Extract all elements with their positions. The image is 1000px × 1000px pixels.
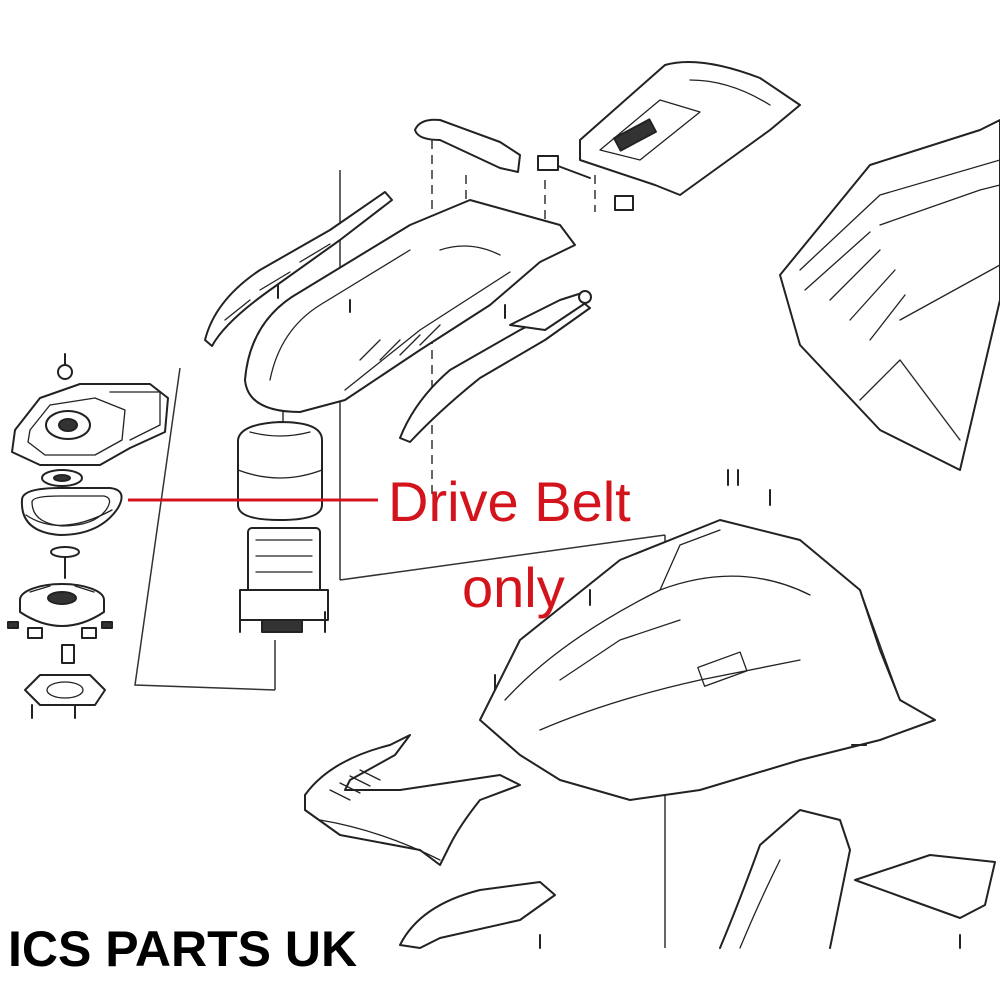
grass-collector [779,119,1000,471]
front-deflector [304,734,521,866]
lower-gear-plate [24,674,106,719]
callout-only: only [462,556,565,619]
callout-drive-belt: Drive Belt [388,470,631,533]
rear-flap [854,854,996,919]
upper-cowl [244,199,576,413]
top-handle-cover [414,118,521,173]
brand-watermark: ICS PARTS UK [8,921,358,977]
lower-handle-right [719,809,851,949]
drive-belt [20,487,123,536]
main-deck [479,519,936,801]
electric-motor [239,527,329,633]
upper-gear-housing [11,353,169,466]
upper-cowl-trim [204,191,393,347]
motor-shroud [237,421,323,521]
control-box-cover [579,60,801,196]
bearing [41,469,83,487]
handle-bracket [537,155,634,211]
screws [277,284,961,949]
lower-handle-left [399,881,556,949]
drive-pulley [19,546,105,627]
brush-holders [7,621,113,664]
side-panel [399,299,591,443]
side-arm [509,290,592,331]
